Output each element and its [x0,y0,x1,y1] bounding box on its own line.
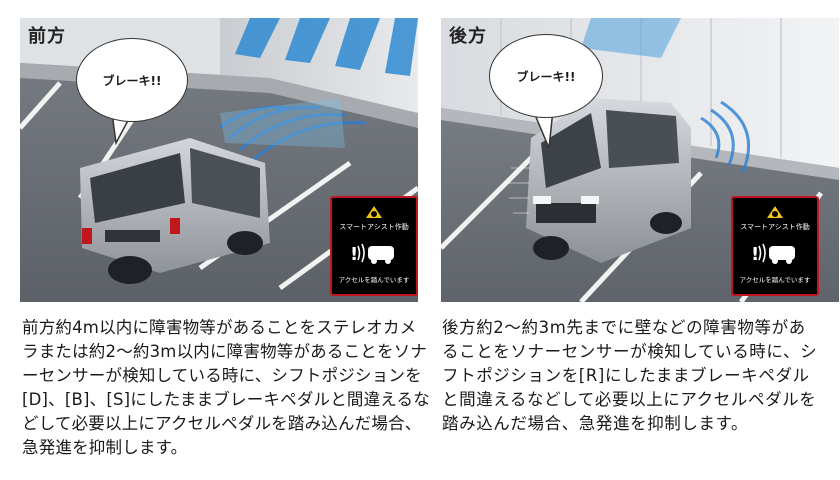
smart-assist-badge-front: スマートアシスト作動 ! アクセルを踏んでいます [330,196,418,296]
svg-text:!: ! [751,244,759,265]
front-description: 前方約4m以内に障害物等があることをステレオカメラまたは約2～約3m以内に障害物… [22,318,430,457]
svg-text:!: ! [350,244,358,265]
car-warning-icon: ! [751,243,795,265]
smart-assist-badge-rear: スマートアシスト作動 ! アクセルを踏んでいます [731,196,819,296]
rear-scene-panel: 後方 ブレーキ!! スマートアシスト作動 ! アクセルを踏んでいます [441,18,839,302]
bubble-text: ブレーキ!! [102,73,162,88]
badge-title: スマートアシスト作動 [740,223,810,231]
bubble-text: ブレーキ!! [516,69,576,84]
front-scene-panel: 前方 ブレーキ!! スマートアシスト作動 ! アクセルを踏んでいます [20,18,418,302]
rear-description: 後方約2～約3m先までに壁などの障害物等があることをソナーセンサーが検知している… [442,318,818,433]
speech-bubble-rear: ブレーキ!! [489,34,603,118]
speech-bubble-front: ブレーキ!! [76,38,188,122]
badge-title: スマートアシスト作動 [339,223,409,231]
front-scene-illustration [20,18,418,302]
badge-message: アクセルを踏んでいます [338,276,410,284]
smart-assist-icon [366,206,382,218]
panel-label-front: 前方 [28,26,66,47]
car-warning-icon: ! [350,243,394,265]
smart-assist-icon [767,206,783,218]
panel-label-rear: 後方 [449,26,487,47]
badge-message: アクセルを踏んでいます [739,276,811,284]
